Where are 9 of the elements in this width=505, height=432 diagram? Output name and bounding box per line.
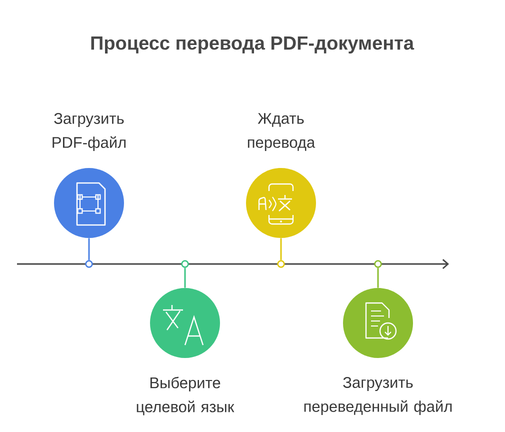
title: Процесс перевода PDF-документа bbox=[91, 36, 414, 54]
connector-stem bbox=[88, 238, 90, 260]
step-label: Ждать перевода bbox=[248, 113, 316, 151]
connector-stem bbox=[184, 268, 186, 288]
connector-stem bbox=[280, 238, 282, 260]
step-label: Загрузить PDF-файл bbox=[52, 113, 126, 152]
step-label: Выберите целевой язык bbox=[136, 376, 234, 416]
connector-stem bbox=[377, 268, 379, 288]
step-label: Загрузить переведенный файл bbox=[304, 377, 452, 416]
